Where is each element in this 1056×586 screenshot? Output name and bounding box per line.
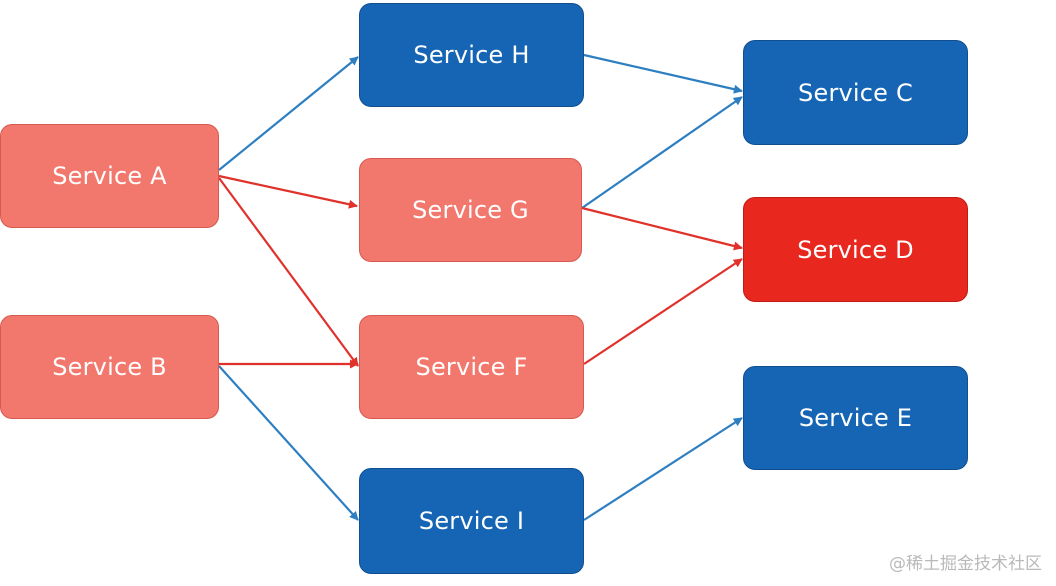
service-b-node[interactable]: Service B — [0, 315, 219, 419]
service-f-node[interactable]: Service F — [359, 315, 584, 419]
edge-h-to-c — [583, 53, 743, 94]
edge-a-to-h — [218, 56, 359, 171]
edge-f-to-d — [583, 258, 743, 365]
edge-g-to-d — [581, 206, 743, 251]
service-c-node[interactable]: Service C — [743, 40, 968, 145]
service-e-node[interactable]: Service E — [743, 366, 968, 470]
service-g-node[interactable]: Service G — [359, 158, 582, 262]
edge-i-to-e — [583, 417, 743, 521]
edge-a-to-g — [218, 174, 358, 209]
service-f-label: Service F — [415, 353, 528, 381]
edge-b-to-i — [218, 365, 359, 521]
service-d-label: Service D — [797, 235, 914, 264]
watermark-text: @稀土掘金技术社区 — [889, 554, 1042, 574]
service-b-label: Service B — [52, 353, 167, 381]
service-i-label: Service I — [418, 507, 525, 535]
service-a-label: Service A — [52, 162, 167, 190]
service-d-node[interactable]: Service D — [743, 197, 968, 302]
service-a-node[interactable]: Service A — [0, 124, 219, 228]
service-g-label: Service G — [412, 196, 529, 224]
edge-g-to-c — [581, 96, 743, 209]
service-h-node[interactable]: Service H — [359, 3, 584, 107]
service-h-label: Service H — [413, 41, 530, 69]
edge-a-to-f — [218, 177, 359, 367]
service-i-node[interactable]: Service I — [359, 468, 584, 574]
service-e-label: Service E — [798, 404, 913, 432]
service-c-label: Service C — [798, 78, 913, 107]
